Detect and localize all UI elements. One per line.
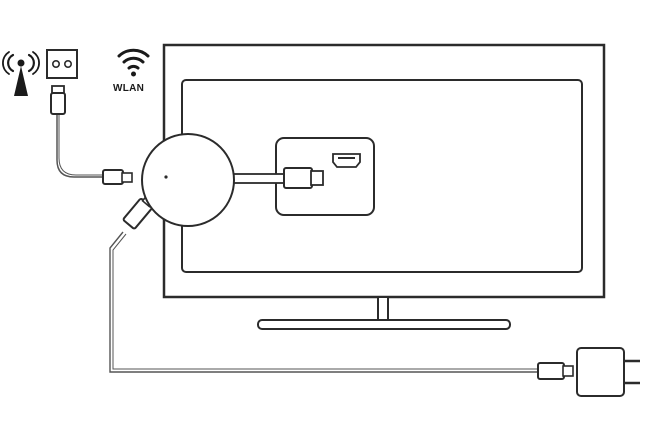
tv-stand-base — [257, 319, 511, 330]
power-cable — [109, 231, 540, 373]
power-adapter-icon — [576, 347, 640, 397]
dongle-status-light — [164, 175, 168, 179]
antenna-tower-icon — [2, 51, 40, 96]
antenna-cable — [56, 113, 104, 178]
wlan-label: WLAN — [113, 83, 145, 94]
wall-socket-icon — [46, 49, 78, 79]
hdmi-plug — [283, 167, 313, 189]
television — [162, 43, 606, 330]
usb-plug-adapter — [537, 362, 574, 380]
hdmi-port-panel — [275, 137, 375, 216]
coax-plug-top — [50, 85, 66, 115]
hdmi-plug-tip — [310, 170, 324, 186]
coax-plug-dongle — [102, 169, 133, 185]
hdmi-port-icon — [332, 153, 361, 168]
wifi-icon — [117, 48, 150, 77]
streaming-dongle — [141, 133, 235, 227]
hdmi-cable — [229, 167, 324, 189]
